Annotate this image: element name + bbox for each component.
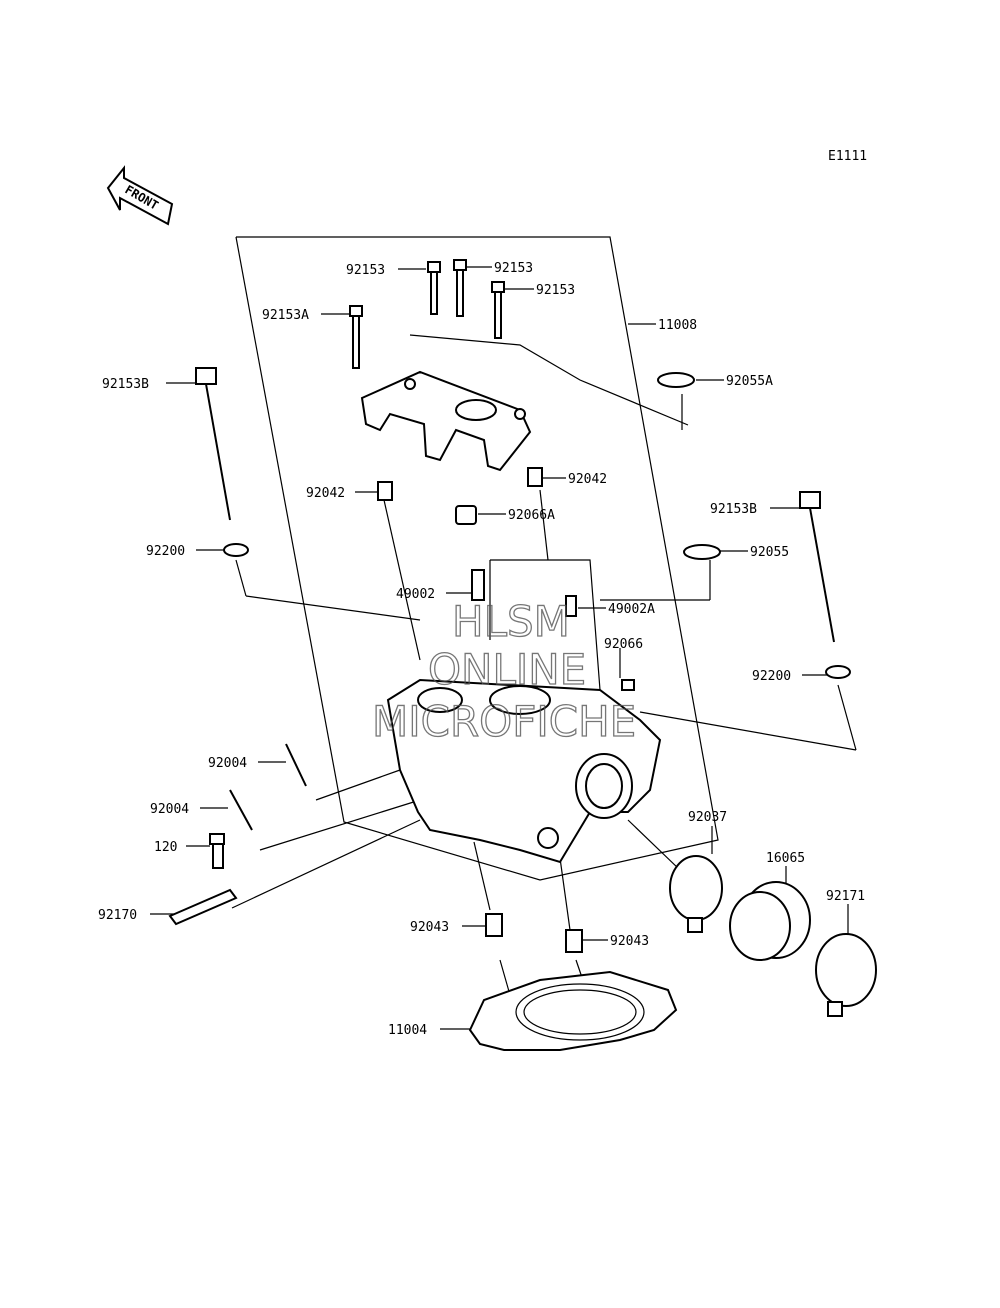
stud-92004-b [229, 789, 253, 831]
svg-text:HLSM: HLSM [452, 597, 570, 646]
label-92153-b: 92153 [494, 261, 533, 276]
stud-92004-a [285, 743, 307, 787]
bolt-92153B-right [799, 491, 835, 643]
washer-92200-left [223, 543, 249, 557]
bolt-92153A [349, 305, 363, 369]
label-92043-left: 92043 [410, 920, 449, 935]
label-11008: 11008 [658, 318, 697, 333]
label-92153B-left: 92153B [102, 377, 149, 392]
bracket-92170 [168, 888, 238, 926]
label-92200-right: 92200 [752, 669, 791, 684]
diagram-code: E1111 [828, 149, 867, 164]
label-92055A: 92055A [726, 374, 773, 389]
dowel-pin-92043-right [565, 929, 583, 953]
cylinder-head [386, 678, 662, 864]
label-92004-b: 92004 [150, 802, 189, 817]
label-92153-a: 92153 [346, 263, 385, 278]
part-labels: 92153 92153 92153 92153A 11008 92153B 92… [98, 261, 865, 1038]
label-92042-left: 92042 [306, 486, 345, 501]
watermark: HLSM ONLINE MICROFICHE [371, 596, 636, 746]
bolt-120 [209, 833, 225, 869]
assembly-outlines [235, 236, 719, 881]
bolt-92153-c [491, 281, 505, 339]
svg-text:ONLINE: ONLINE [428, 645, 586, 694]
svg-text:MICROFICHE: MICROFICHE [372, 697, 636, 746]
o-ring-92055A [657, 372, 695, 388]
camshaft-holder [360, 370, 532, 472]
bolt-92153B-left [195, 367, 231, 521]
label-49002A: 49002A [608, 602, 655, 617]
label-92004-a: 92004 [208, 756, 247, 771]
label-92171: 92171 [826, 889, 865, 904]
label-92153B-right: 92153B [710, 502, 757, 517]
label-92200-left: 92200 [146, 544, 185, 559]
label-92037: 92037 [688, 810, 727, 825]
label-16065: 16065 [766, 851, 805, 866]
o-ring-92055 [683, 544, 721, 560]
front-arrow-icon: FRONT [106, 165, 174, 226]
dowel-pin-92042-left [377, 481, 393, 501]
label-92170: 92170 [98, 908, 137, 923]
label-92043-right: 92043 [610, 934, 649, 949]
pipe-49002 [471, 569, 485, 601]
washer-92200-right [825, 665, 851, 679]
label-92153A: 92153A [262, 308, 309, 323]
label-92066: 92066 [604, 637, 643, 652]
label-92153-c: 92153 [536, 283, 575, 298]
gasket-11004 [468, 970, 678, 1051]
label-92055: 92055 [750, 545, 789, 560]
plug-92066A [455, 505, 477, 525]
dowel-pin-92042-right [527, 467, 543, 487]
label-120: 120 [154, 840, 177, 855]
plug-92066 [621, 679, 635, 691]
carburetor-holder-16065 [729, 881, 811, 961]
label-92042-right: 92042 [568, 472, 607, 487]
label-92066A: 92066A [508, 508, 555, 523]
clamp-92171 [815, 933, 877, 1017]
label-49002: 49002 [396, 587, 435, 602]
clamp-92037 [669, 855, 723, 933]
dowel-pin-92043-left [485, 913, 503, 937]
pipe-49002A [565, 595, 577, 617]
bolt-92153-a [427, 261, 441, 315]
label-11004: 11004 [388, 1023, 427, 1038]
bolt-92153-b [453, 259, 467, 317]
